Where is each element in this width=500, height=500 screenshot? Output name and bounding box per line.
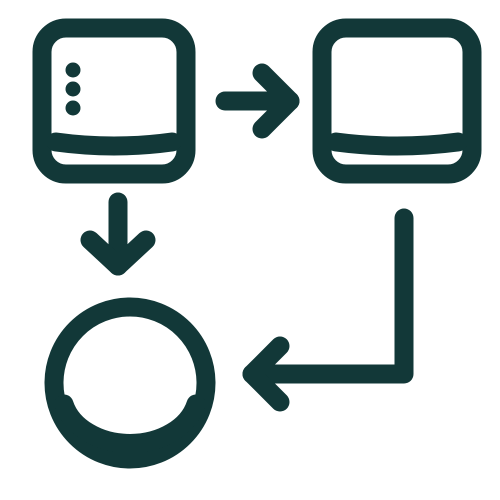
circle-inner-arc xyxy=(54,394,206,453)
right-arrow-head xyxy=(252,63,300,139)
top-left-window-bottom-line xyxy=(46,132,182,156)
top-left-window-dot-1 xyxy=(65,62,81,78)
bent-arrow-shaft xyxy=(242,208,414,384)
circle-icon xyxy=(44,297,216,469)
bent-arrow-icon xyxy=(242,208,414,412)
top-left-window-icon xyxy=(32,18,196,184)
top-right-window-icon xyxy=(312,18,482,184)
top-left-window-dot-2 xyxy=(65,81,81,97)
top-right-window-bottom-line xyxy=(326,132,468,156)
top-left-window-frame xyxy=(32,18,196,184)
right-arrow-icon xyxy=(215,63,300,139)
top-right-window-frame xyxy=(312,18,482,184)
down-arrow-head xyxy=(80,230,156,276)
down-arrow-icon xyxy=(80,192,156,276)
circle-outline xyxy=(44,297,216,469)
bent-arrow-head xyxy=(242,336,290,412)
top-left-window-dot-3 xyxy=(65,100,81,116)
